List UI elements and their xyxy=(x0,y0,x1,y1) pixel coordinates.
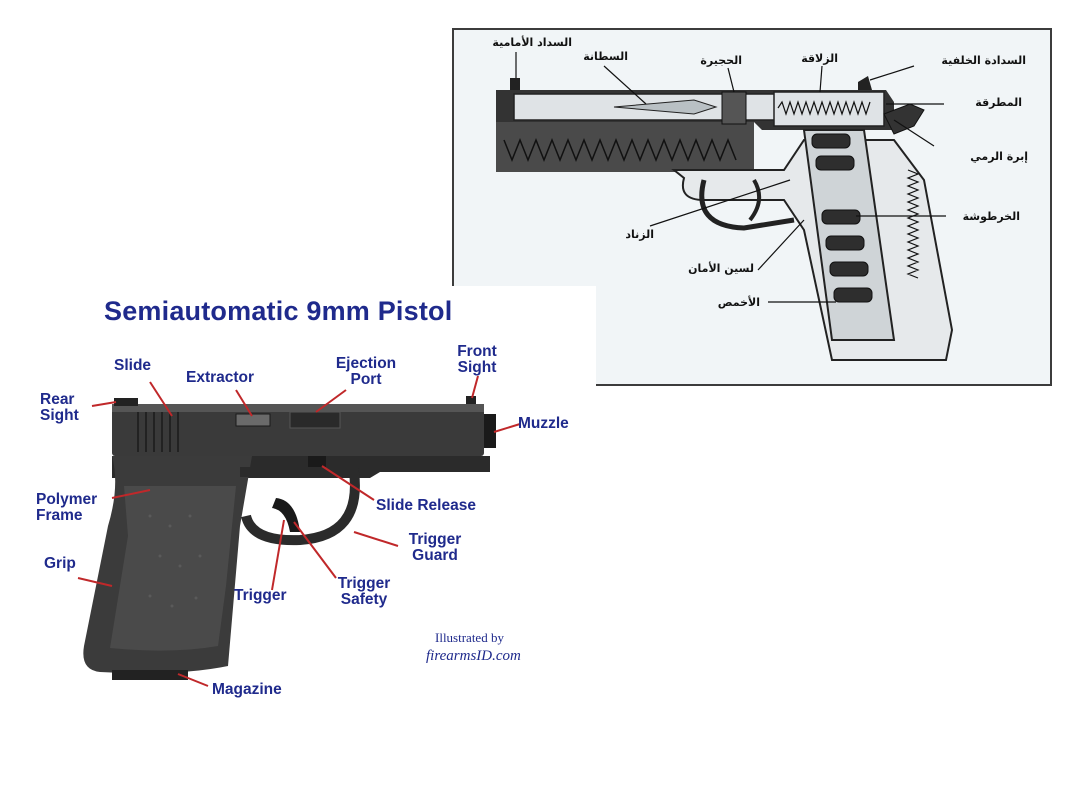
credit-line-2: firearmsID.com xyxy=(426,648,521,664)
label-magazine-en: Magazine xyxy=(212,681,282,698)
label-extractor: Extractor xyxy=(186,369,255,386)
label-front-sight-line1: Front xyxy=(457,343,497,360)
label-rear-sight-line2: Sight xyxy=(40,407,79,424)
label-trigger-safety: Trigger Safety xyxy=(326,576,402,608)
label-firing-pin: إبرة الرمي xyxy=(970,150,1028,163)
label-trigger-guard-line2: Guard xyxy=(412,547,458,564)
label-chamber: الحجيرة xyxy=(700,54,742,67)
glock-diagram: Semiautomatic 9mm Pistol Slide Extractor… xyxy=(0,286,596,706)
label-slide: Slide xyxy=(114,357,152,374)
label-ejection-port-line2: Port xyxy=(350,371,382,388)
label-muzzle: Muzzle xyxy=(518,415,569,432)
credit-line-1: Illustrated by xyxy=(435,630,504,645)
label-slide-release: Slide Release xyxy=(376,497,476,514)
label-slide-ar: الزلاقة xyxy=(801,52,838,65)
label-grip: Grip xyxy=(44,555,76,572)
label-hammer: المطرقة xyxy=(975,96,1022,109)
label-rear-sight-en: Rear Sight xyxy=(40,392,79,424)
glock-pistol-drawing xyxy=(77,375,521,687)
label-front-sight-line2: Sight xyxy=(457,359,497,376)
label-rear-sight-ar: السدادة الخلفية xyxy=(941,54,1026,67)
label-polymer-frame-line1: Polymer xyxy=(36,491,98,508)
diagram-title: Semiautomatic 9mm Pistol xyxy=(104,296,453,326)
label-trigger-guard-line1: Trigger xyxy=(408,531,462,548)
label-front-sight: السداد الأمامية xyxy=(492,36,572,49)
label-safety-tongue: لسين الأمان xyxy=(688,262,754,275)
label-ejection-port-line1: Ejection xyxy=(335,355,397,372)
label-trigger-guard: Trigger Guard xyxy=(396,532,474,564)
cutaway-pistol-drawing xyxy=(496,52,954,361)
label-rear-sight-line1: Rear xyxy=(40,391,75,408)
label-trigger-safety-line1: Trigger xyxy=(337,575,391,592)
label-cartridge: الخرطوشة xyxy=(962,210,1020,223)
label-polymer-frame: Polymer Frame xyxy=(36,492,97,524)
label-trigger-ar: الزناد xyxy=(625,228,654,241)
label-trigger-en: Trigger xyxy=(234,587,287,604)
label-front-sight-en: Front Sight xyxy=(442,344,512,376)
label-ejection-port: Ejection Port xyxy=(320,356,412,388)
label-trigger-safety-line2: Safety xyxy=(340,591,388,608)
label-barrel: السطانة xyxy=(583,50,628,63)
label-polymer-frame-line2: Frame xyxy=(36,507,83,524)
label-magazine-ar: الأخمص xyxy=(717,296,760,309)
